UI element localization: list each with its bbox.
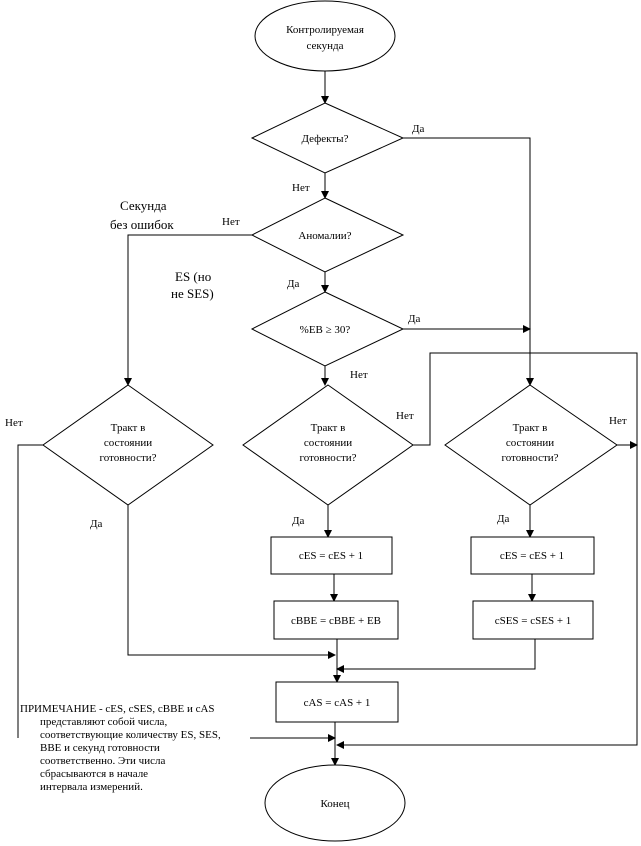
label-eb-yes: Да xyxy=(408,313,421,325)
svg-text:%EB ≥ 30?: %EB ≥ 30? xyxy=(300,324,351,336)
svg-text:Контролируемая: Контролируемая xyxy=(286,24,364,36)
label-ready-right-yes: Да xyxy=(497,513,510,525)
start-terminal: Контролируемая секунда xyxy=(254,0,396,72)
footnote-first-line: ПРИМЕЧАНИЕ - cES, cSES, cBBE и cAS xyxy=(20,703,215,715)
svg-text:готовности?: готовности? xyxy=(299,452,356,464)
process-cas: cAS = cAS + 1 xyxy=(275,681,399,723)
svg-text:Дефекты?: Дефекты? xyxy=(302,133,349,145)
svg-text:cBBE = cBBE + EB: cBBE = cBBE + EB xyxy=(291,615,381,627)
svg-text:Тракт в: Тракт в xyxy=(513,422,548,434)
decision-ready-right: Тракт в состоянии готовности? xyxy=(444,384,618,506)
line-cses-cas xyxy=(336,639,536,673)
line-anomalies-no xyxy=(124,234,252,386)
label-eb-no: Нет xyxy=(350,369,368,381)
label-ready-mid-yes: Да xyxy=(292,515,305,527)
label-anomalies-yes: Да xyxy=(287,278,300,290)
label-ready-right-no: Нет xyxy=(609,415,627,427)
svg-text:cAS = cAS + 1: cAS = cAS + 1 xyxy=(304,697,371,709)
svg-text:секунда: секунда xyxy=(307,40,344,52)
decision-eb-threshold: %EB ≥ 30? xyxy=(250,291,405,367)
process-ces-mid: cES = cES + 1 xyxy=(270,536,393,575)
decision-defects: Дефекты? xyxy=(250,102,405,174)
footnote: ПРИМЕЧАНИЕ - cES, cSES, cBBE и cAS предс… xyxy=(20,703,270,794)
label-es-1: ES (но xyxy=(175,269,211,284)
label-error-free-1: Секунда xyxy=(120,198,167,213)
decision-anomalies: Аномалии? xyxy=(250,197,405,273)
label-ready-left-no: Нет xyxy=(5,417,23,429)
line-defects-yes xyxy=(403,137,534,386)
line-ready-left-yes xyxy=(127,505,336,659)
svg-text:готовности?: готовности? xyxy=(501,452,558,464)
svg-text:Тракт в: Тракт в xyxy=(111,422,146,434)
svg-text:состоянии: состоянии xyxy=(304,437,352,449)
svg-text:cES = cES + 1: cES = cES + 1 xyxy=(299,550,363,562)
label-error-free-2: без ошибок xyxy=(110,217,174,232)
process-cses: cSES = cSES + 1 xyxy=(472,600,594,640)
process-cbbe: cBBE = cBBE + EB xyxy=(273,600,399,640)
decision-ready-mid: Тракт в состоянии готовности? xyxy=(242,384,414,506)
svg-text:cES = cES + 1: cES = cES + 1 xyxy=(500,550,564,562)
svg-text:Тракт в: Тракт в xyxy=(311,422,346,434)
decision-ready-left: Тракт в состоянии готовности? xyxy=(42,384,214,506)
label-defects-no: Нет xyxy=(292,182,310,194)
svg-text:готовности?: готовности? xyxy=(99,452,156,464)
process-ces-right: cES = cES + 1 xyxy=(470,536,595,575)
label-es-2: не SES) xyxy=(171,286,214,301)
label-ready-mid-no: Нет xyxy=(396,410,414,422)
svg-text:состоянии: состоянии xyxy=(506,437,554,449)
svg-text:состоянии: состоянии xyxy=(104,437,152,449)
end-terminal: Конец xyxy=(264,764,406,842)
svg-text:Аномалии?: Аномалии? xyxy=(298,230,351,242)
label-anomalies-no: Нет xyxy=(222,216,240,228)
line-ready-left-no xyxy=(17,444,43,738)
footnote-body: представляют собой числа, соответствующи… xyxy=(40,716,221,793)
line-ready-mid-no xyxy=(336,352,638,749)
label-ready-left-yes: Да xyxy=(90,518,103,530)
label-defects-yes: Да xyxy=(412,123,425,135)
svg-text:cSES = cSES + 1: cSES = cSES + 1 xyxy=(495,615,572,627)
svg-text:Конец: Конец xyxy=(321,798,350,810)
